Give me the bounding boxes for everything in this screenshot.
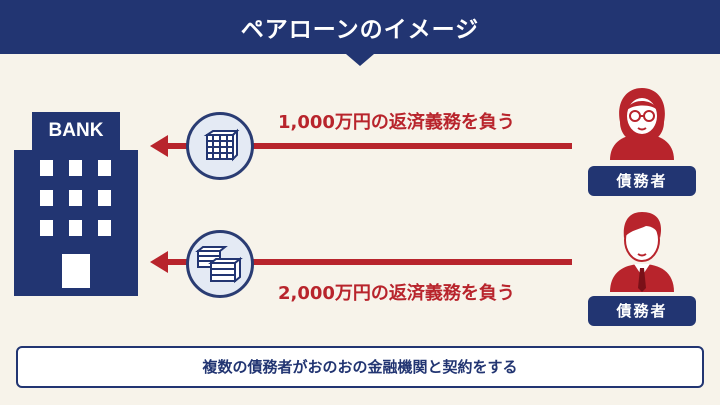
repayment-arrow-2 xyxy=(150,251,572,273)
money-circle-1 xyxy=(186,112,254,180)
bank-label: BANK xyxy=(48,120,104,141)
page-title: ペアローンのイメージ xyxy=(240,17,480,43)
debtor-badge-2: 債務者 xyxy=(588,296,696,326)
debtor-badge-1: 債務者 xyxy=(588,166,696,196)
woman-icon xyxy=(610,88,674,160)
repayment-arrow-1 xyxy=(150,135,572,157)
debt-text-2: 2,000万円の返済義務を負う xyxy=(278,283,515,304)
title-bar xyxy=(0,0,720,66)
bank-building-icon xyxy=(14,112,138,296)
money-stack-icon xyxy=(203,128,240,162)
man-icon xyxy=(610,212,674,292)
footer-note: 複数の債務者がおのおの金融機関と契約をする xyxy=(16,346,704,388)
money-circle-2 xyxy=(186,230,254,298)
debt-text-1: 1,000万円の返済義務を負う xyxy=(278,112,515,133)
money-stacks-icon xyxy=(195,246,243,284)
